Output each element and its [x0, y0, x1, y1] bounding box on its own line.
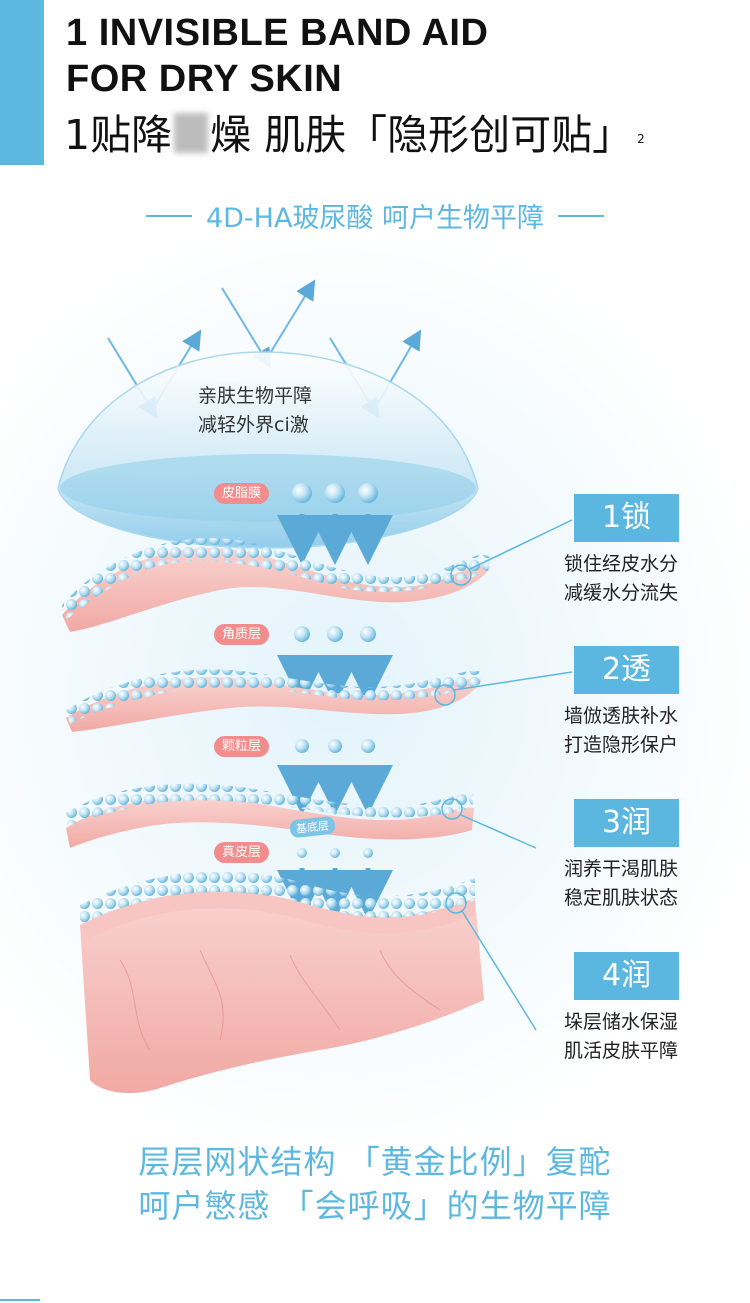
callout-penetrate-badge: 2透	[574, 646, 679, 694]
title-cn-suffix: 燥 肌肤「隐形创可贴」	[210, 111, 634, 159]
title-en-line2: FOR DRY SKIN	[66, 58, 343, 100]
callout-hydrate-desc: 垛层储水保湿 肌活皮肤平障	[536, 1008, 678, 1066]
title-en-line1: 1 INVISIBLE BAND AID	[66, 12, 489, 54]
down-arrows	[277, 514, 393, 920]
callout-lock: 1锁 锁住经皮水分 减缓水分流失	[536, 494, 686, 608]
callout-lock-line1: 锁住经皮水分	[563, 553, 678, 575]
label-dermis: 真皮层	[214, 842, 270, 863]
callout-penetrate-line1: 墙倣透肤补水	[563, 705, 678, 727]
skin-layers-illustration	[57, 279, 573, 1094]
callout-penetrate-desc: 墙倣透肤补水 打造隐形保户	[536, 702, 678, 760]
callout-penetrate-line2: 打造隐形保户	[563, 734, 678, 756]
callout-moisturize-desc: 润养干渴肌肤 稳定肌肤状态	[536, 855, 678, 913]
layer-3-granular	[64, 783, 474, 848]
layer-2-corneum	[66, 669, 482, 732]
callout-hydrate-line2: 肌活皮肤平障	[563, 1040, 678, 1062]
bottom-caption: 层层网状结构 「黄金比例」复酡 呵户慜感 「会呼吸」的生物平障	[0, 1140, 750, 1228]
dome-caption-line2: 减轻外界ci激	[198, 414, 309, 436]
callout-lock-line2: 减缓水分流失	[563, 582, 678, 604]
footer-rule	[0, 1299, 40, 1301]
callout-hydrate-line1: 垛层储水保湿	[563, 1011, 678, 1033]
callout-hydrate: 4润 垛层储水保湿 肌活皮肤平障	[536, 952, 686, 1066]
water-droplets	[292, 483, 378, 858]
subtitle-text: 4D-HA玻尿酸 呵户生物平障	[205, 203, 545, 234]
layer-4-dermis	[80, 871, 484, 1094]
dome-caption-line1: 亲肤生物平障	[198, 385, 313, 407]
callout-connectors	[434, 519, 573, 1031]
callout-moisturize-line2: 稳定肌肤状态	[563, 887, 678, 909]
subtitle-right-rule	[558, 214, 605, 217]
callout-penetrate: 2透 墙倣透肤补水 打造隐形保户	[536, 646, 686, 760]
label-granular: 颗粒层	[214, 736, 270, 757]
title-cn-prefix: 1贴降	[64, 111, 173, 159]
page-title-en: 1 INVISIBLE BAND AID FOR DRY SKIN	[66, 10, 488, 102]
subtitle-left-rule	[145, 214, 192, 217]
callout-moisturize-line1: 润养干渴肌肤	[563, 858, 678, 880]
callout-lock-badge: 1锁	[574, 494, 679, 542]
label-sebum: 皮脂膜	[214, 483, 270, 504]
accent-bar	[0, 0, 44, 165]
page-title-cn: 1贴降燥 肌肤「隐形创可贴」2	[64, 110, 645, 160]
callout-moisturize-badge: 3润	[574, 799, 679, 847]
callout-lock-desc: 锁住经皮水分 减缓水分流失	[536, 550, 678, 608]
label-stratum-corneum: 角质层	[214, 624, 270, 645]
censored-character	[174, 113, 209, 153]
dome-caption: 亲肤生物平障 减轻外界ci激	[198, 382, 348, 440]
callout-moisturize: 3润 润养干渴肌肤 稳定肌肤状态	[536, 799, 686, 913]
bottom-caption-line2: 呵户慜感 「会呼吸」的生物平障	[138, 1187, 612, 1225]
bottom-caption-line1: 层层网状结构 「黄金比例」复酡	[138, 1143, 612, 1181]
layer-1-sebum	[62, 538, 490, 632]
callout-hydrate-badge: 4润	[574, 952, 679, 1000]
subtitle: 4D-HA玻尿酸 呵户生物平障	[0, 196, 750, 235]
title-cn-superscript: 2	[637, 132, 645, 146]
